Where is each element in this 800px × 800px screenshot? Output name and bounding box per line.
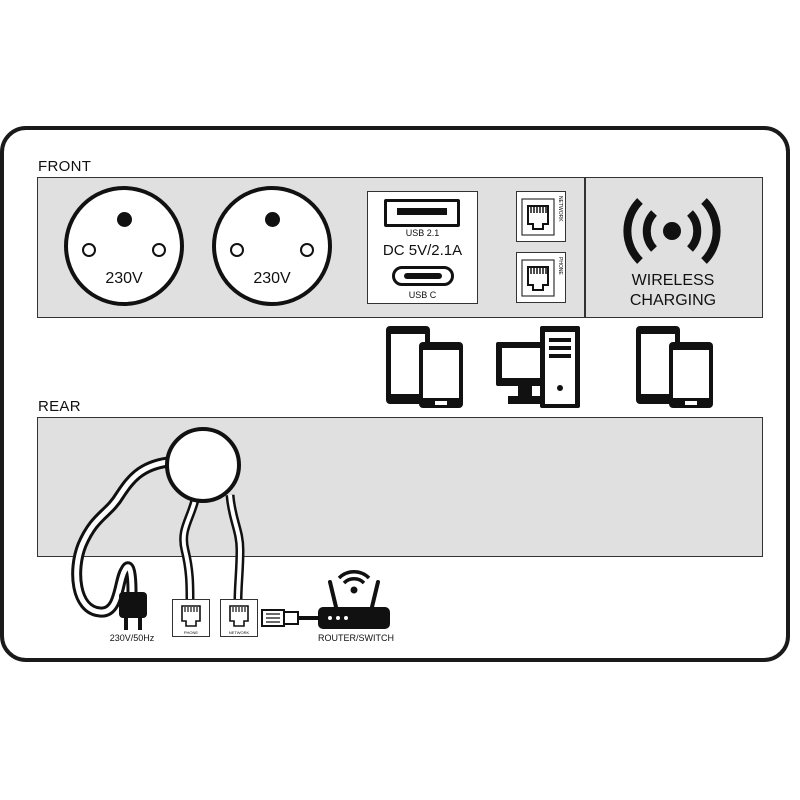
- rear-network-port: NETWORK: [220, 599, 258, 637]
- usb-c-label: USB C: [408, 290, 437, 300]
- usb-a-port-icon: [384, 199, 460, 227]
- tablet-phone-icon: [636, 326, 713, 408]
- router-label: ROUTER/SWITCH: [318, 633, 394, 643]
- ethernet-connector-icon: [261, 609, 318, 627]
- usb-output-label: DC 5V/2.1A: [382, 242, 463, 259]
- power-plug-icon: [119, 592, 147, 630]
- desktop-computer-icon: [496, 326, 580, 408]
- wireless-label-line2: CHARGING: [629, 292, 717, 309]
- network-port-label: NETWORK: [557, 196, 563, 222]
- power-socket-1: 230V: [64, 186, 184, 306]
- rj45-icon: [229, 605, 249, 627]
- power-socket-2: 230V: [212, 186, 332, 306]
- rear-panel: [37, 417, 763, 557]
- phone-port: PHONE: [516, 252, 566, 303]
- wireless-signal-icon: [623, 198, 721, 264]
- usb-module: USB 2.1 DC 5V/2.1A USB C: [367, 191, 478, 304]
- tablet-phone-icon: [386, 326, 463, 408]
- plug-label: 230V/50Hz: [109, 633, 155, 643]
- router-icon: [318, 570, 390, 629]
- wireless-label-line1: WIRELESS: [631, 272, 715, 289]
- phone-port-label: PHONE: [557, 257, 563, 275]
- usb-c-port-icon: [392, 266, 454, 286]
- panel-divider: [584, 177, 586, 318]
- socket-voltage-label: 230V: [105, 270, 143, 287]
- network-port: NETWORK: [516, 191, 566, 242]
- front-label: FRONT: [38, 158, 92, 175]
- rj45-icon: [521, 198, 555, 236]
- rear-network-port-label: NETWORK: [228, 630, 250, 635]
- rj11-icon: [181, 605, 201, 627]
- rj11-icon: [521, 259, 555, 297]
- rear-phone-port: PHONE: [172, 599, 210, 637]
- socket-voltage-label: 230V: [253, 270, 291, 287]
- rear-label: REAR: [38, 398, 81, 415]
- rear-phone-port-label: PHONE: [183, 630, 199, 635]
- usb-a-label: USB 2.1: [405, 228, 440, 238]
